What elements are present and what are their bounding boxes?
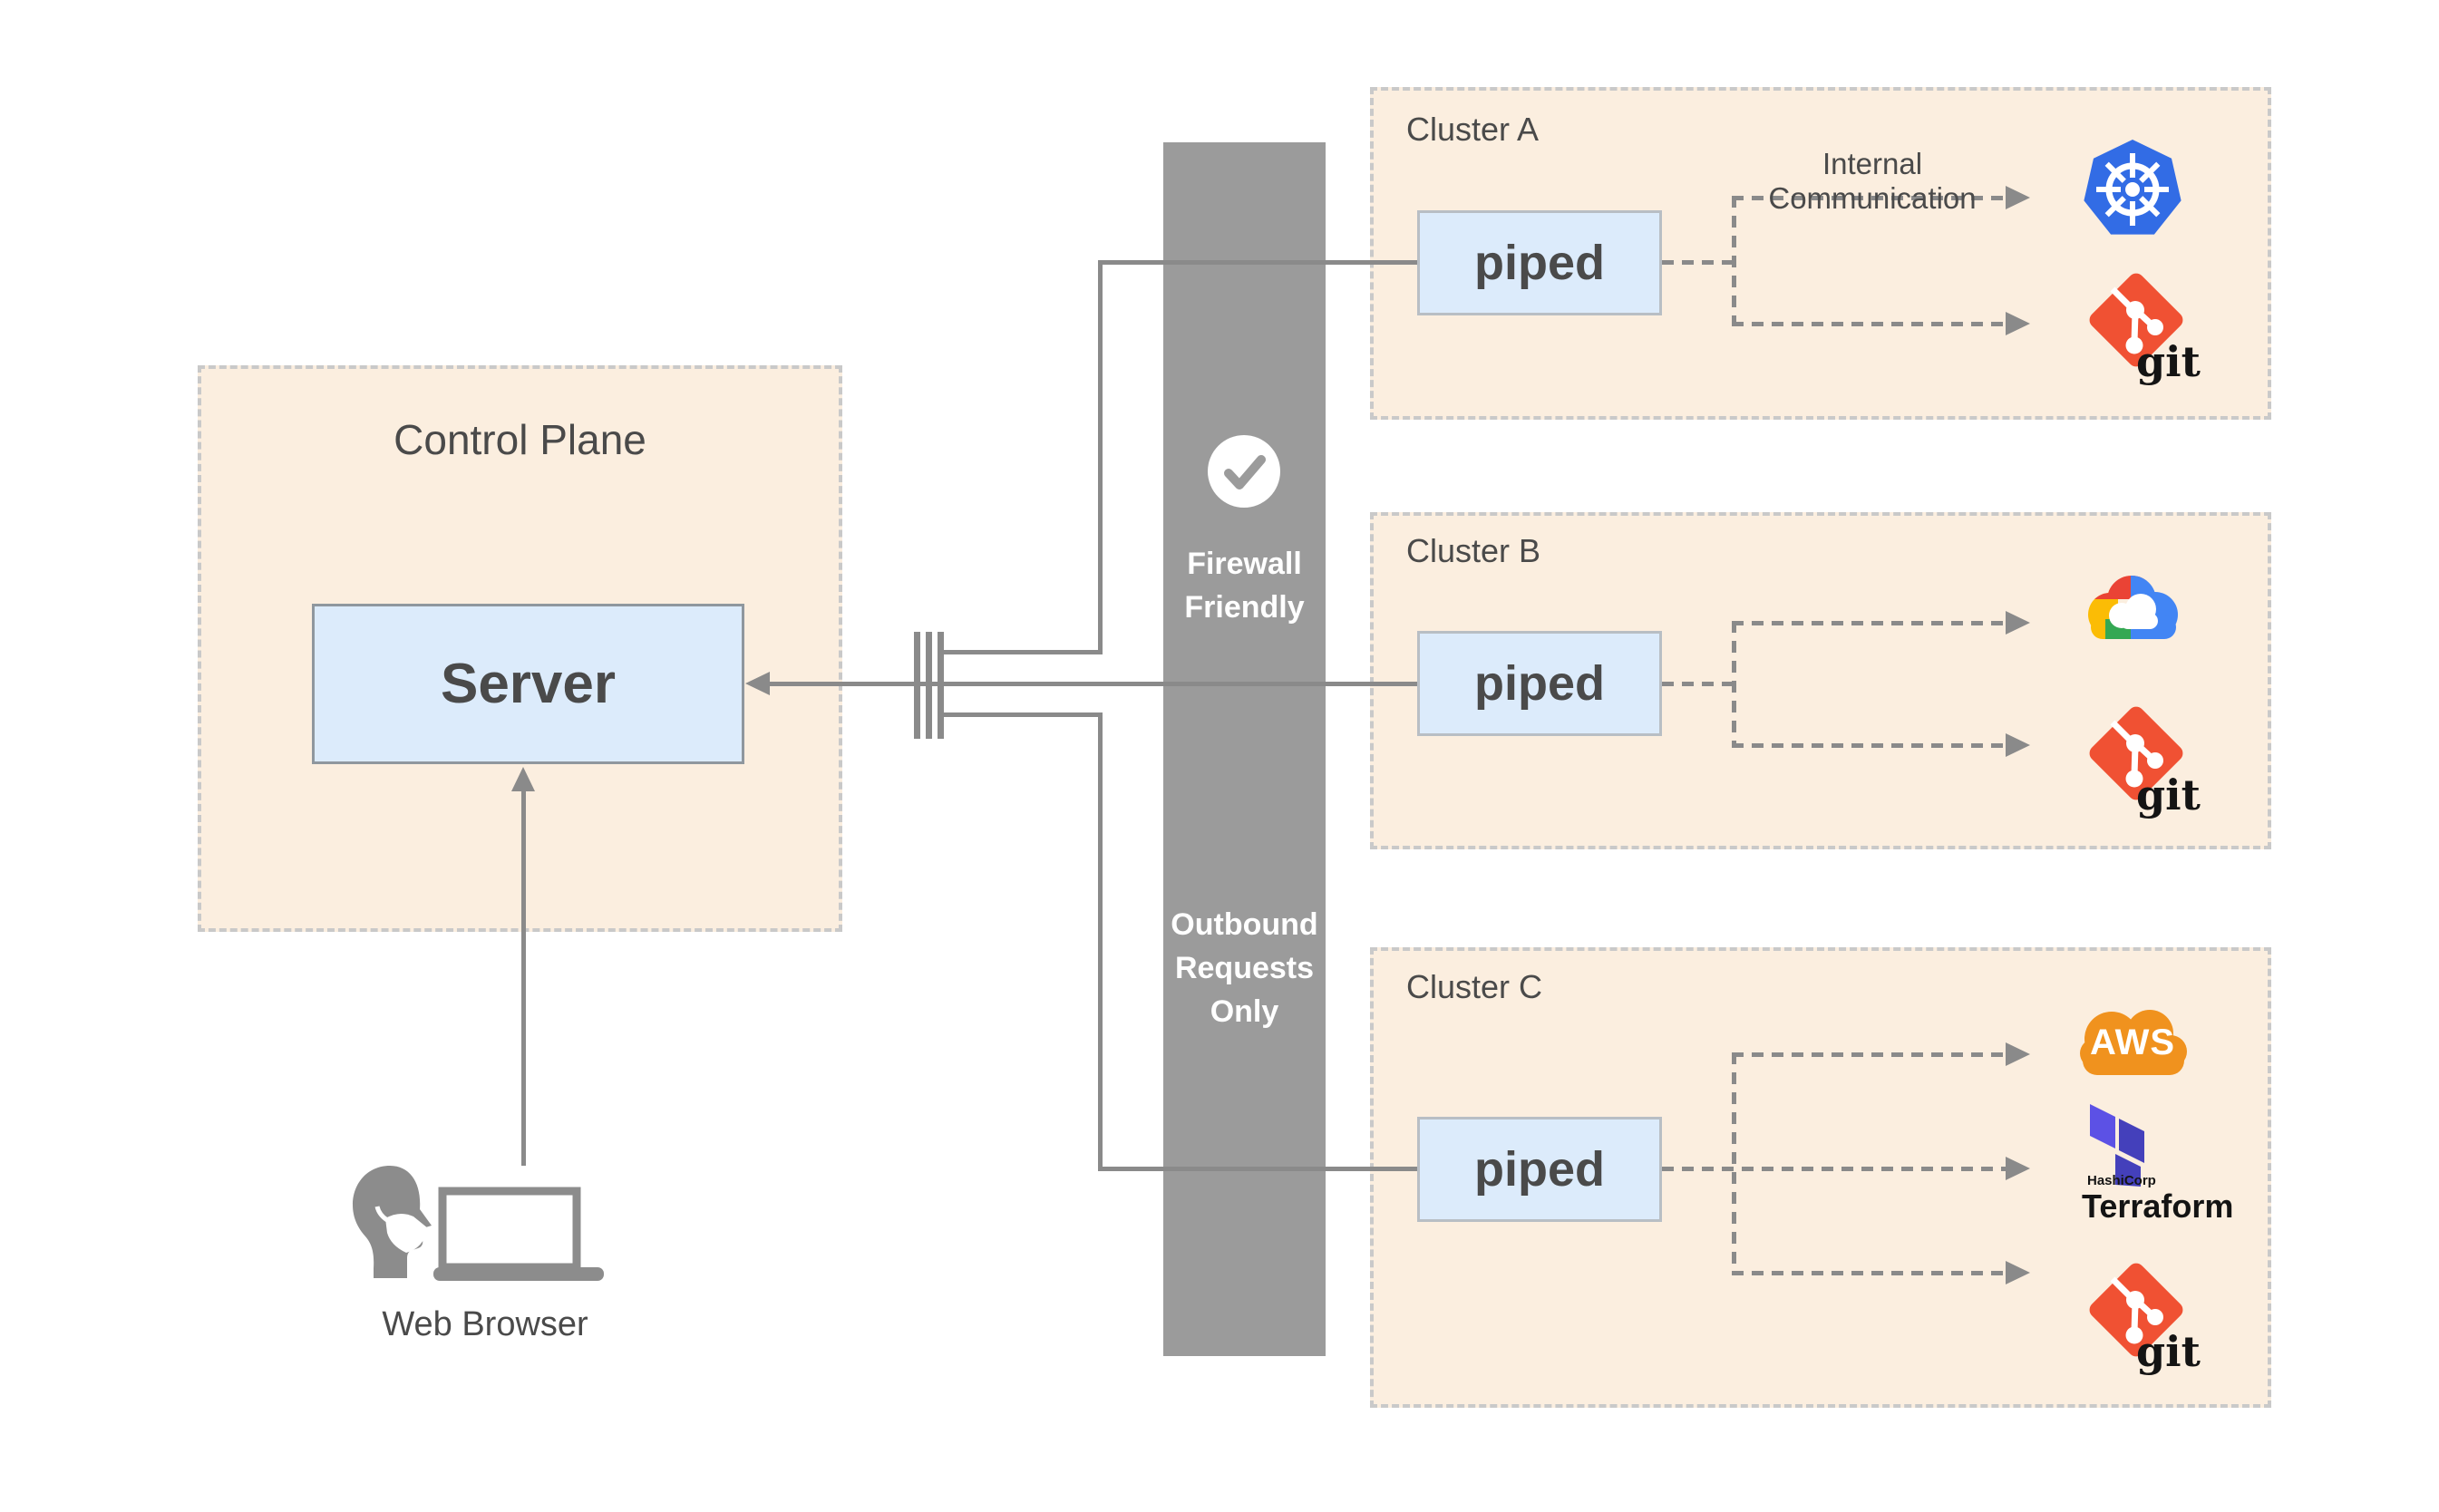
git-wordmark: git [2136, 337, 2201, 386]
terraform-icon [2090, 1104, 2144, 1187]
server-arrowhead [745, 672, 770, 695]
piped-a-line [1098, 260, 1417, 265]
git-icon [2089, 706, 2183, 800]
laptop-icon [433, 1187, 604, 1281]
cluster-b-dashed-top [1732, 621, 2006, 625]
hatch-bar [914, 632, 920, 739]
cluster-b-bottom-arrowhead [2006, 733, 2030, 757]
cluster-a-dashed-vertical [1732, 196, 1736, 326]
cluster-c-bottom-arrowhead [2006, 1261, 2030, 1284]
browser-to-server-line [521, 790, 526, 1166]
internal-communication-label: Internal Communication [1768, 147, 1977, 215]
cluster-c-top-arrowhead [2006, 1042, 2030, 1066]
branch-c-horizontal [944, 712, 1103, 717]
cluster-c-middle-arrowhead [2006, 1157, 2030, 1180]
piped-b-label: piped [1474, 656, 1605, 711]
git-wordmark: git [2136, 771, 2201, 819]
git-icon [2089, 273, 2183, 367]
control-plane-title: Control Plane [394, 416, 646, 463]
piped-a-box: piped [1417, 210, 1662, 315]
piped-c-label: piped [1474, 1142, 1605, 1197]
cluster-a-dashed-top [1732, 196, 2006, 200]
git-icon [2089, 1263, 2183, 1357]
cluster-b-top-arrowhead [2006, 611, 2030, 635]
aws-icon [2080, 1010, 2187, 1075]
hashicorp-wordmark: HashiCorp [2087, 1173, 2156, 1188]
terraform-wordmark: Terraform [2082, 1187, 2234, 1225]
cluster-b-dashed-bottom [1732, 743, 2006, 748]
git-wordmark: git [2136, 1327, 2201, 1376]
piped-c-line [1098, 1167, 1417, 1171]
hatch-bar [938, 632, 944, 739]
cluster-a-name: Cluster A [1406, 111, 1540, 148]
piped-b-to-server-line [760, 682, 1417, 686]
cluster-a-bottom-arrowhead [2006, 312, 2030, 335]
aws-wordmark: AWS [2089, 1023, 2176, 1062]
cluster-a-dashed-bottom [1732, 322, 2006, 326]
cluster-a-top-arrowhead [2006, 186, 2030, 209]
browser-to-server-arrowhead [511, 767, 535, 791]
web-browser-label: Web Browser [382, 1305, 588, 1343]
firewall-barrier [1163, 142, 1326, 1356]
check-circle-icon [1208, 435, 1280, 508]
piped-b-box: piped [1417, 631, 1662, 736]
outbound-requests-label: Outbound Requests Only [1171, 907, 1318, 1029]
hatch-bar [926, 632, 932, 739]
branch-c-vertical [1098, 712, 1103, 1171]
cluster-c-dashed-top [1732, 1052, 2006, 1057]
piped-a-label: piped [1474, 236, 1605, 290]
branch-a-horizontal [944, 650, 1103, 654]
piped-c-dashed-middle [1662, 1167, 2006, 1171]
server-label: Server [440, 653, 617, 715]
firewall-friendly-label: Firewall Friendly [1184, 547, 1305, 625]
piped-b-dashed-stub [1662, 682, 1734, 686]
server-box: Server [312, 604, 744, 764]
branch-a-vertical [1098, 260, 1103, 654]
kubernetes-icon [2084, 140, 2181, 235]
cluster-c-name: Cluster C [1406, 968, 1543, 1005]
piped-c-box: piped [1417, 1117, 1662, 1222]
cluster-b-dashed-vertical [1732, 621, 1736, 748]
person-mask-icon [353, 1166, 432, 1278]
cluster-b-name: Cluster B [1406, 532, 1541, 569]
cluster-c-dashed-vertical [1732, 1052, 1736, 1275]
cluster-c-dashed-bottom [1732, 1271, 2006, 1275]
piped-a-dashed-stub [1662, 260, 1734, 265]
google-cloud-icon [2088, 576, 2178, 639]
